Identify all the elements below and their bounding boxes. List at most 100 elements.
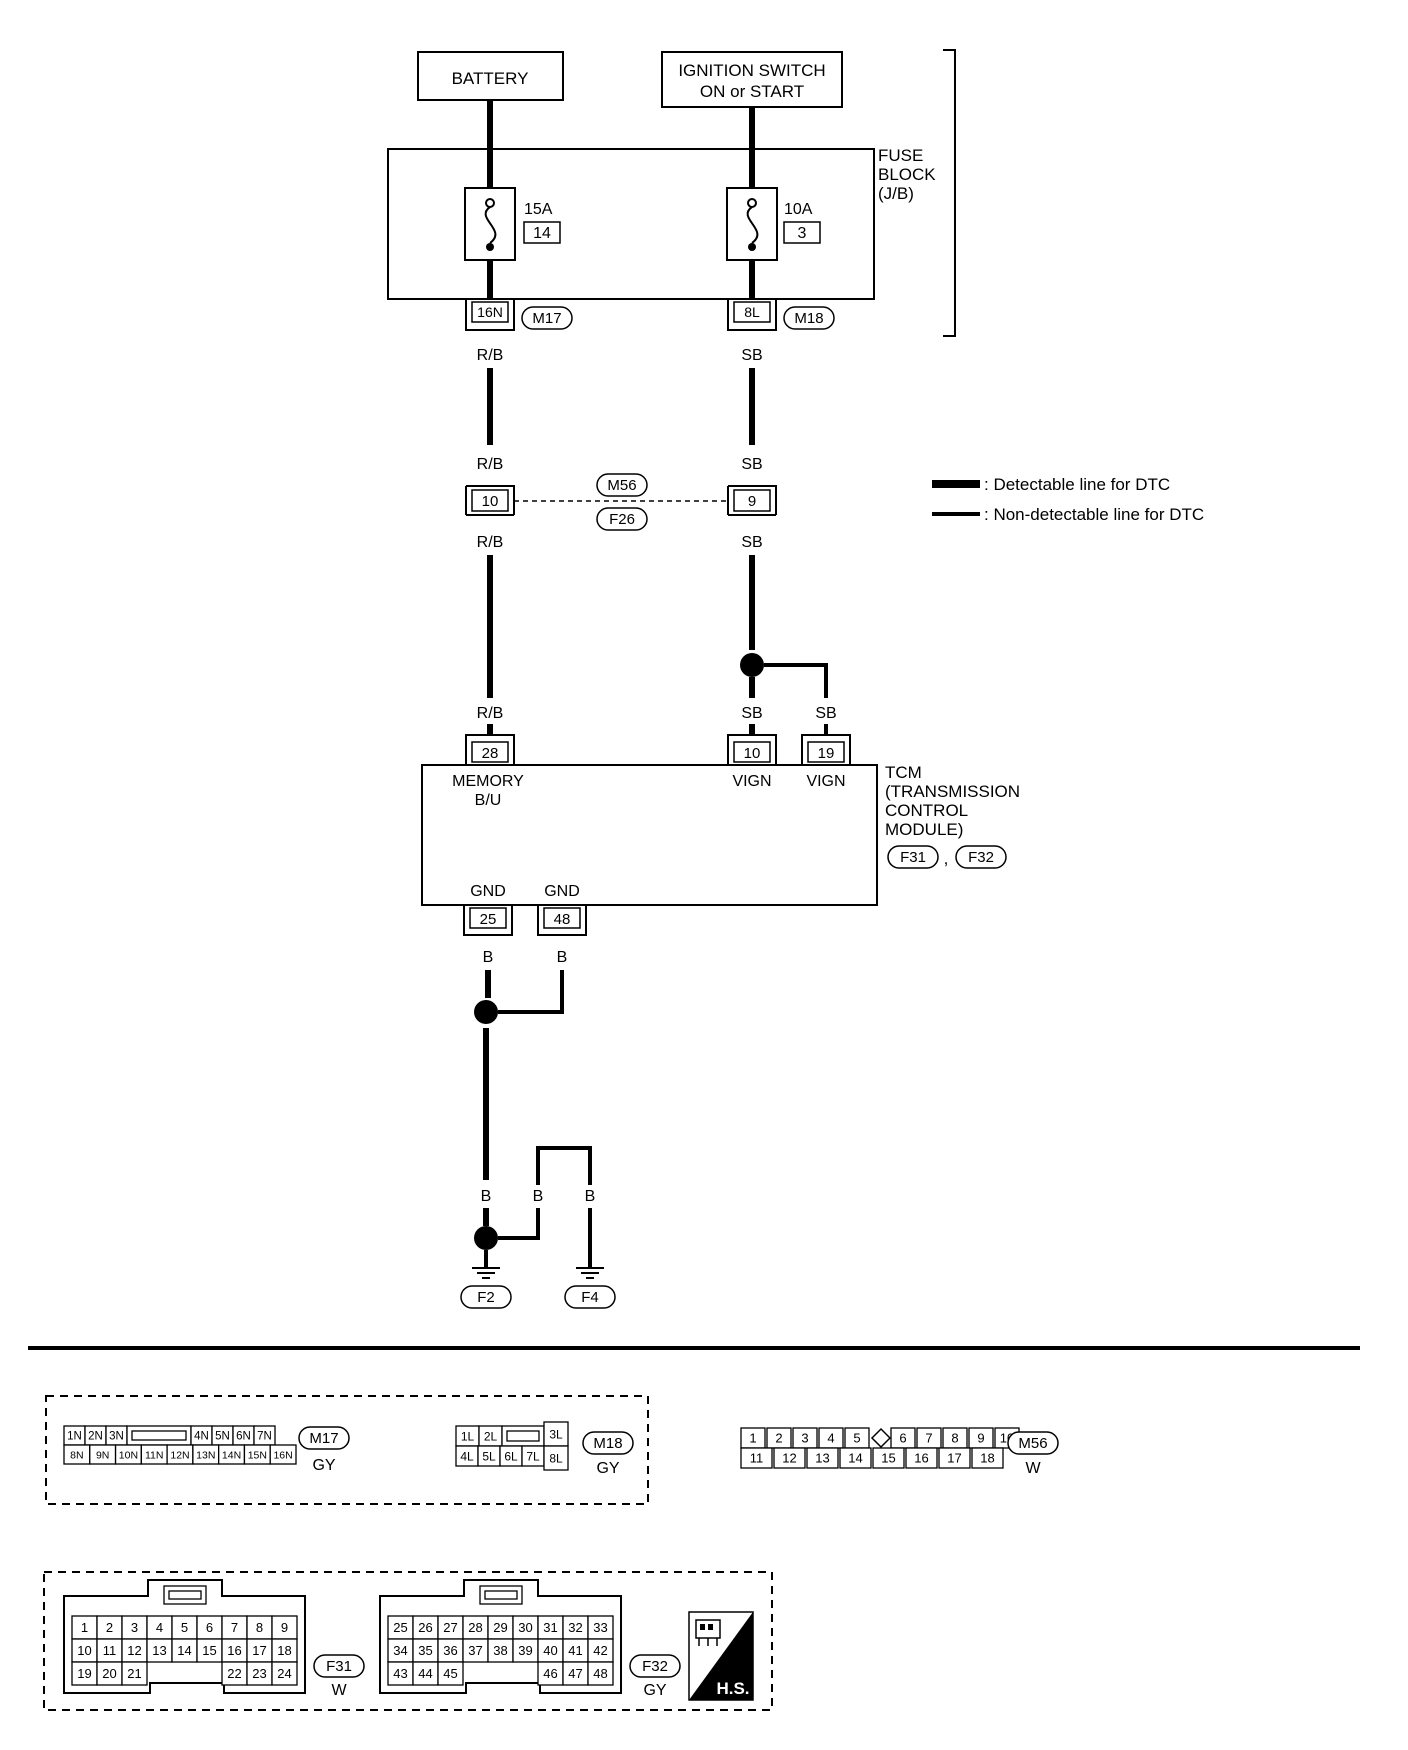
- f32-view-id: F32: [642, 1658, 668, 1675]
- f31-pin-12-label: 12: [127, 1643, 141, 1658]
- conn-m17-label: M17: [532, 310, 561, 327]
- m56-pin-18-label: 18: [980, 1451, 994, 1466]
- m17-pin-11N: 11N: [140, 1444, 168, 1465]
- wire-sb-branch: [764, 663, 828, 698]
- f32-pin-34-label: 34: [393, 1643, 407, 1658]
- m17-tags: M17 GY: [298, 1426, 350, 1474]
- f32-pin-45: 45: [437, 1661, 464, 1686]
- fuse-block-label-line3: (J/B): [878, 184, 914, 203]
- f31-pin-21: 21: [121, 1661, 148, 1686]
- m18-pin-6L-label: 6L: [504, 1449, 518, 1463]
- f32-pin-42: 42: [587, 1638, 614, 1663]
- ground-f2-label: F2: [477, 1289, 495, 1306]
- m18-pin-3L-label: 3L: [549, 1427, 563, 1441]
- splice-gnd-2: [474, 1226, 498, 1250]
- wire-label-b-5: B: [585, 1188, 596, 1205]
- ground-f2: F2: [460, 1267, 512, 1309]
- f32-pin-29-label: 29: [493, 1620, 507, 1635]
- m56-pin-5: 5: [844, 1427, 870, 1449]
- m17-pin-5N-label: 5N: [215, 1431, 230, 1443]
- wire-b-bridge: [536, 1146, 592, 1185]
- f31-pin-18: 18: [271, 1638, 298, 1663]
- m18-pin-6L: 6L: [499, 1445, 523, 1467]
- m56-pin-12-label: 12: [782, 1451, 796, 1466]
- wire-label-sb-4: SB: [741, 705, 762, 722]
- m56-pin-3-label: 3: [801, 1431, 808, 1446]
- f31-pin-7: 7: [221, 1615, 248, 1640]
- m17-pin-16N: 16N: [269, 1444, 297, 1465]
- battery-source: BATTERY: [417, 51, 564, 101]
- f32-pin-38: 38: [487, 1638, 514, 1663]
- m17-pin-2N-label: 2N: [88, 1431, 103, 1443]
- f31-pin-12: 12: [121, 1638, 148, 1663]
- ignition-label-line2: ON or START: [700, 82, 804, 101]
- f32-pin-44-label: 44: [418, 1666, 432, 1681]
- m56-pin-6-label: 6: [899, 1431, 906, 1446]
- m56-pin-13: 13: [806, 1447, 839, 1469]
- f32-pin-26-label: 26: [418, 1620, 432, 1635]
- m17-pin-8N: 8N: [63, 1444, 91, 1465]
- wire-label-b-2: B: [557, 949, 568, 966]
- tcm-gnd1-label: GND: [470, 883, 506, 900]
- f31-pin-2: 2: [96, 1615, 123, 1640]
- f32-pin-32-label: 32: [568, 1620, 582, 1635]
- m56-pin-17-label: 17: [947, 1451, 961, 1466]
- m17-pin-14N-label: 14N: [222, 1449, 241, 1461]
- m17-pin-11N-label: 11N: [145, 1449, 163, 1461]
- wire-label-sb-2: SB: [741, 456, 762, 473]
- wire-b-gnd2: [498, 970, 564, 1014]
- m17-pin-1N-label: 1N: [67, 1431, 82, 1443]
- m56-pin-8-label: 8: [951, 1431, 958, 1446]
- f31-pin-4: 4: [146, 1615, 173, 1640]
- m56-pin-16: 16: [905, 1447, 938, 1469]
- f31-pin-4-label: 4: [156, 1620, 163, 1635]
- m17-pin-1N: 1N: [63, 1425, 86, 1446]
- f32-pin-44: 44: [412, 1661, 439, 1686]
- m17-pin-16N-label: 16N: [273, 1449, 292, 1461]
- f32-tags: F32 GY: [629, 1654, 681, 1699]
- hs-badge: H.S.: [688, 1611, 754, 1701]
- f31-latch: [163, 1585, 207, 1605]
- wire-label-rb-3: R/B: [477, 534, 504, 551]
- f31-pin-15-label: 15: [202, 1643, 216, 1658]
- f31-pin-22: 22: [221, 1661, 248, 1686]
- ignition-label-line1: IGNITION SWITCH: [678, 61, 825, 80]
- connector-m18-tag: M18: [783, 306, 835, 330]
- m56-pin-13-label: 13: [815, 1451, 829, 1466]
- f31-pin-9-label: 9: [281, 1620, 288, 1635]
- m18-pin-3L: 3L: [543, 1421, 569, 1447]
- tcm-pin-10-label: 10: [744, 745, 761, 762]
- f31-pin-10: 10: [71, 1638, 98, 1663]
- tcm-vign1-label: VIGN: [732, 773, 771, 790]
- harness-side-icon: [695, 1619, 721, 1646]
- f32-pin-33-label: 33: [593, 1620, 607, 1635]
- terminal-16n-label: 16N: [477, 304, 503, 320]
- f31-pin-16: 16: [221, 1638, 248, 1663]
- m56-pin-14-label: 14: [848, 1451, 862, 1466]
- m18-pin-8L: 8L: [543, 1445, 569, 1471]
- wire-label-rb-4: R/B: [477, 705, 504, 722]
- ground-f4-label: F4: [581, 1289, 599, 1306]
- tcm-vign2-label: VIGN: [806, 773, 845, 790]
- f31-pin-13-label: 13: [152, 1643, 166, 1658]
- m17-pin-2N: 2N: [84, 1425, 107, 1446]
- tcm-pin-19: 19 VIGN: [801, 734, 851, 790]
- inline-pin-10: 10: [482, 493, 499, 510]
- f32-pin-42-label: 42: [593, 1643, 607, 1658]
- f31-pin-5: 5: [171, 1615, 198, 1640]
- m56-pin-7-label: 7: [925, 1431, 932, 1446]
- f31-pin-13: 13: [146, 1638, 173, 1663]
- f32-pin-41: 41: [562, 1638, 589, 1663]
- wire-label-sb-1: SB: [741, 347, 762, 364]
- f32-pin-31-label: 31: [543, 1620, 557, 1635]
- conn-m18-label: M18: [794, 310, 823, 327]
- m17-pin-9N: 9N: [89, 1444, 117, 1465]
- wire-label-b-4: B: [533, 1188, 544, 1205]
- m17-pin-13N-label: 13N: [196, 1449, 215, 1461]
- f32-pin-34: 34: [387, 1638, 414, 1663]
- m56-pin-9: 9: [968, 1427, 994, 1449]
- m56-pin-1-label: 1: [749, 1431, 756, 1446]
- tcm-pin-28-label: 28: [482, 745, 499, 762]
- f31-pin-19: 19: [71, 1661, 98, 1686]
